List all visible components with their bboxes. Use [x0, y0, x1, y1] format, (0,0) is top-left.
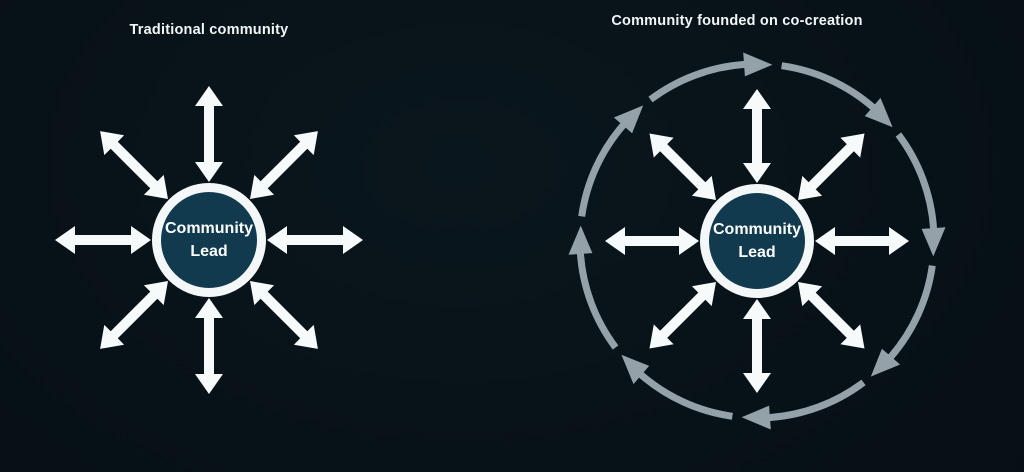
left-diagram-title: Traditional community — [129, 22, 289, 38]
double-arrow — [605, 227, 699, 255]
double-arrow — [743, 89, 771, 183]
ring-clockwise-arrowhead — [870, 348, 901, 377]
ring-clockwise-arrowhead — [921, 227, 946, 257]
double-arrow — [100, 281, 168, 349]
ring-clockwise-arrowhead — [864, 97, 893, 128]
traditional-community-diagram — [55, 86, 363, 394]
double-arrow — [649, 282, 716, 349]
double-arrow — [743, 299, 771, 393]
ring-arc-segment — [895, 132, 938, 229]
ring-clockwise-arrowhead — [568, 225, 593, 255]
hub-label-line2: Lead — [190, 243, 228, 260]
ring-arc-segment — [638, 371, 733, 420]
ring-clockwise-arrowhead — [621, 354, 650, 385]
right-diagram-title: Community founded on co-creation — [611, 13, 863, 29]
hub-label-line1: Community — [713, 221, 801, 238]
ring-clockwise-arrowhead — [741, 405, 771, 430]
double-arrow — [798, 282, 865, 349]
ring-arc-segment — [576, 253, 619, 350]
ring-arc-segment — [887, 265, 936, 360]
double-arrow — [195, 86, 223, 182]
ring-arc-segment — [648, 60, 745, 103]
double-arrow — [55, 226, 151, 254]
left-hub-label: Community Lead — [165, 217, 253, 263]
double-arrow — [100, 131, 168, 199]
community-lead-hub-circle — [700, 184, 814, 298]
double-arrow — [649, 133, 716, 200]
right-hub-label: Community Lead — [713, 218, 801, 264]
ring-clockwise-arrowhead — [613, 105, 644, 134]
ring-arc-segment — [769, 379, 866, 422]
co-creation-community-diagram — [568, 52, 946, 430]
community-lead-hub-circle — [152, 183, 266, 297]
hub-label-line2: Lead — [738, 244, 776, 261]
ring-arc-segment — [781, 62, 876, 111]
double-arrow — [815, 227, 909, 255]
double-arrow — [798, 133, 865, 200]
double-arrow — [250, 131, 318, 199]
ring-clockwise-arrowhead — [743, 52, 773, 77]
double-arrow — [267, 226, 363, 254]
double-arrow — [250, 281, 318, 349]
double-arrow — [195, 298, 223, 394]
ring-arc-segment — [578, 122, 627, 217]
hub-label-line1: Community — [165, 220, 253, 237]
